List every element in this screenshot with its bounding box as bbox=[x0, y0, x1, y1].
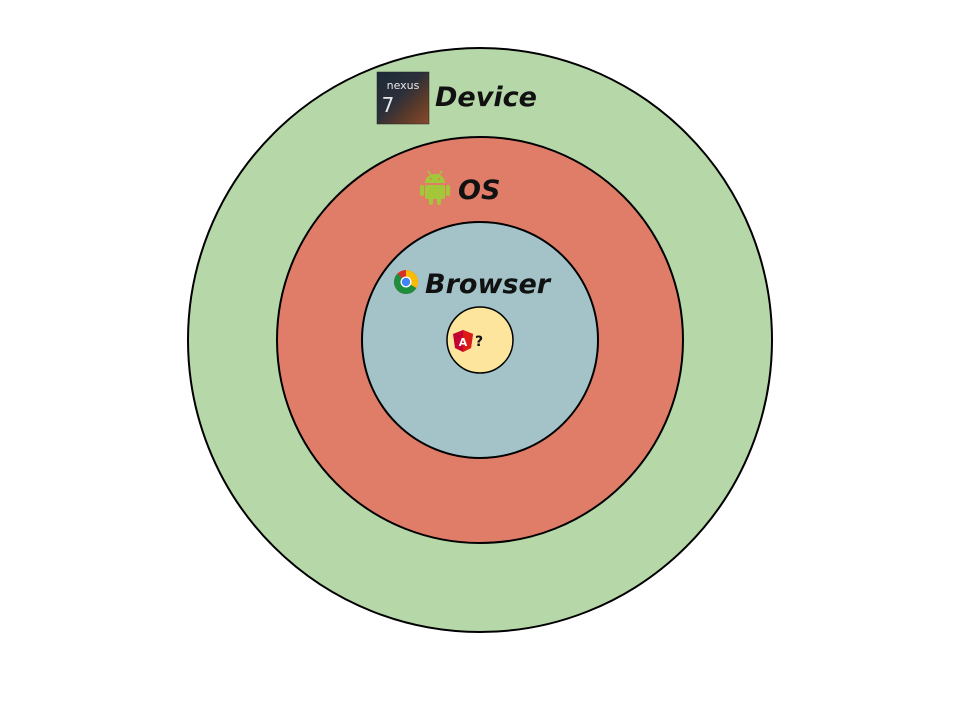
angular-icon-letter: A bbox=[459, 336, 468, 349]
device-label: Device bbox=[435, 82, 537, 113]
chrome-icon bbox=[393, 269, 419, 295]
nexus-icon-text: nexus bbox=[387, 79, 420, 92]
os-label: OS bbox=[458, 175, 500, 206]
angularjs-icon: A bbox=[453, 330, 473, 352]
browser-label: Browser bbox=[425, 269, 552, 300]
nexus-icon-number: 7 bbox=[382, 93, 395, 117]
android-icon bbox=[420, 170, 450, 205]
app-layer-circle bbox=[446, 306, 514, 374]
app-label: ? bbox=[475, 334, 483, 350]
nexus-7-icon: nexus 7 bbox=[376, 71, 430, 125]
